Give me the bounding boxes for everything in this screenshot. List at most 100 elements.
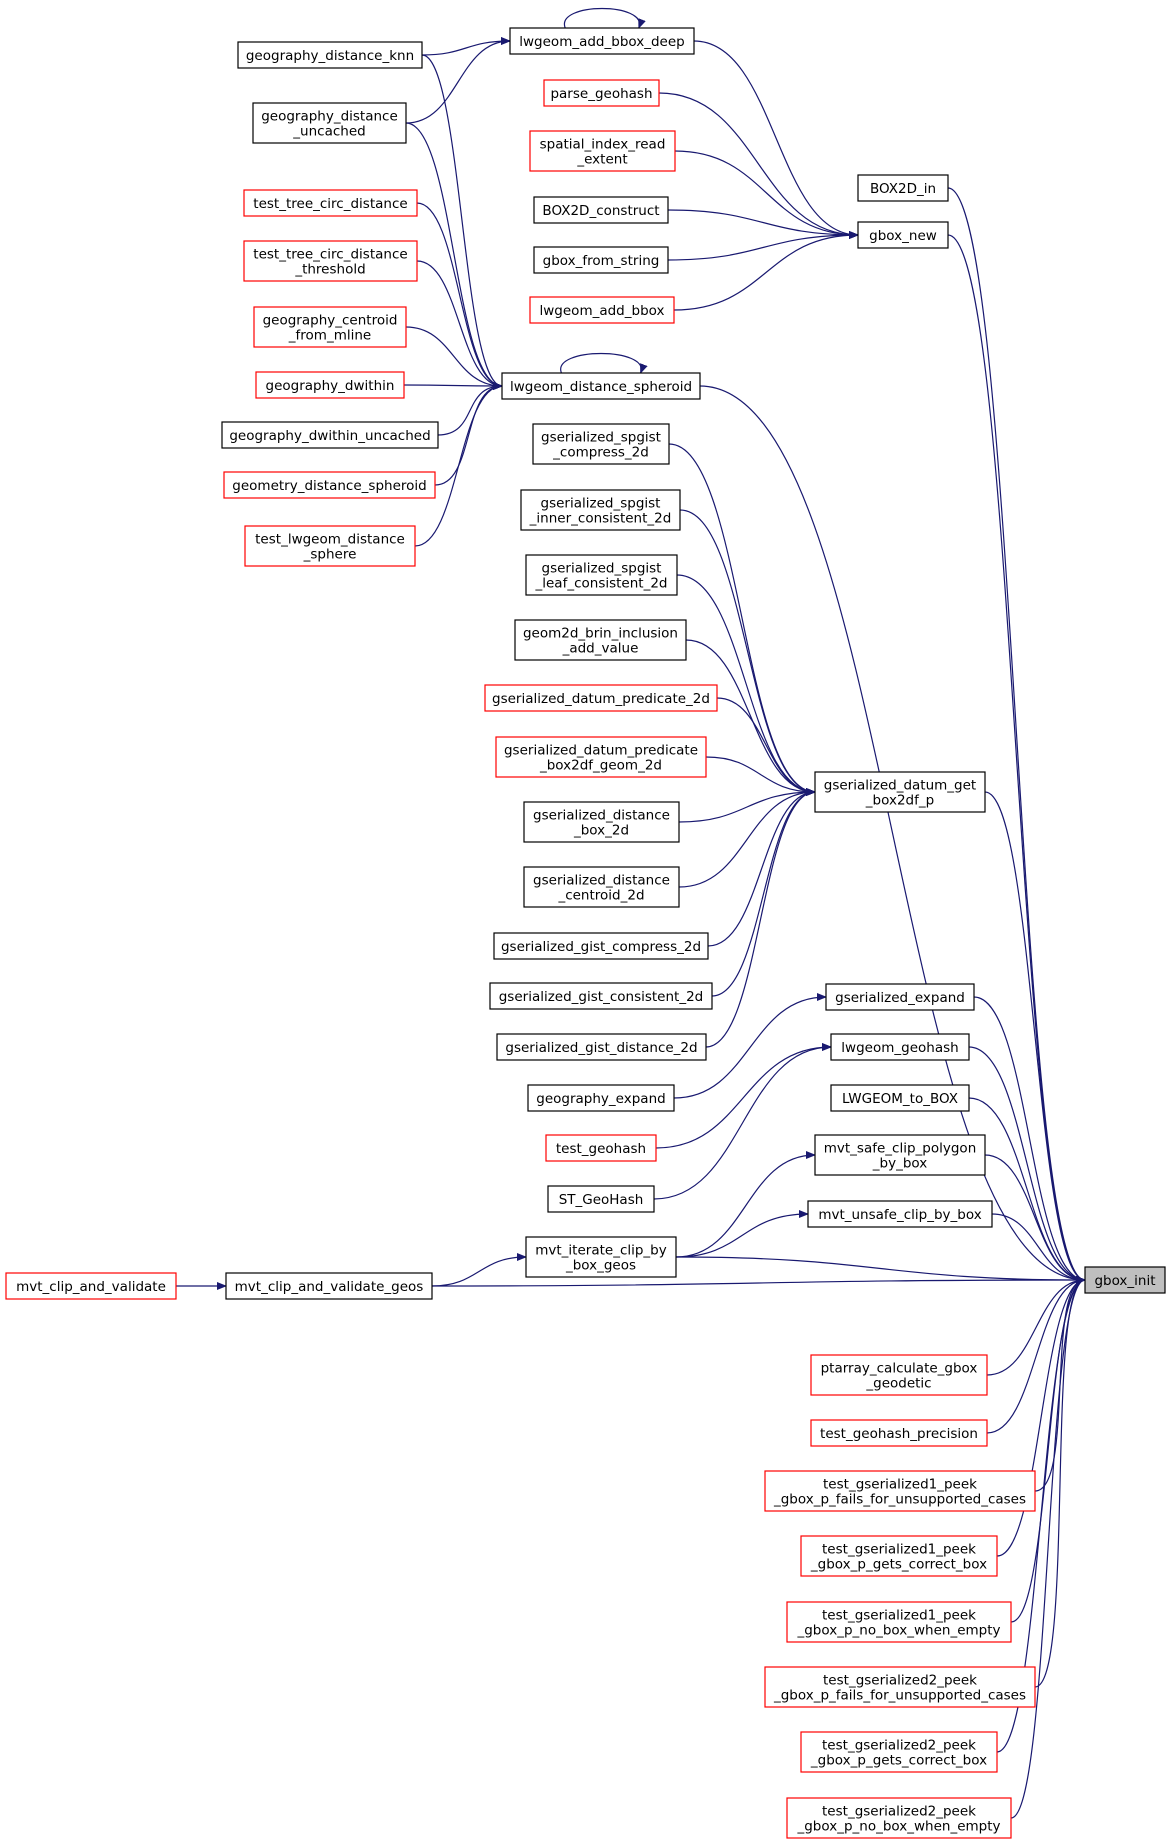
edge-st-geohash-to-lwgeom-geohash bbox=[653, 1043, 832, 1200]
node-box bbox=[523, 866, 680, 908]
node-label-line: gbox_init bbox=[1094, 1273, 1155, 1289]
node-lwgeom-to-box[interactable]: LWGEOM_to_BOX bbox=[830, 1084, 970, 1112]
node-mvt-safe-clip-polygon-by-box[interactable]: mvt_safe_clip_polygon_by_box bbox=[814, 1134, 986, 1176]
node-gserialized-datum-get-box2df-p[interactable]: gserialized_datum_get_box2df_p bbox=[814, 771, 986, 813]
node-label-line: _gbox_p_no_box_when_empty bbox=[796, 1819, 1000, 1835]
node-st-geohash[interactable]: ST_GeoHash bbox=[547, 1185, 655, 1213]
node-box bbox=[244, 525, 416, 567]
node-box bbox=[529, 130, 676, 172]
node-label-line: gserialized_distance bbox=[533, 873, 670, 889]
node-gserialized-distance-centroid-2d[interactable]: gserialized_distance_centroid_2d bbox=[523, 866, 680, 908]
node-label-line: gserialized_gist_distance_2d bbox=[505, 1040, 697, 1056]
node-label-line: mvt_safe_clip_polygon bbox=[824, 1141, 977, 1157]
node-gserialized-distance-box-2d[interactable]: gserialized_distance_box_2d bbox=[523, 801, 680, 843]
node-gbox-from-string[interactable]: gbox_from_string bbox=[533, 246, 669, 274]
edges-layer bbox=[176, 8, 1086, 1819]
node-label-line: _gbox_p_gets_correct_box bbox=[810, 1753, 987, 1769]
node-lwgeom-geohash[interactable]: lwgeom_geohash bbox=[830, 1033, 970, 1061]
node-box bbox=[514, 619, 687, 661]
edge-gserialized-gist-compress-2d-to-gserialized-datum-get-box2df-p bbox=[707, 788, 816, 947]
node-label-line: gbox_from_string bbox=[543, 253, 660, 269]
node-geography-dwithin[interactable]: geography_dwithin bbox=[255, 371, 405, 399]
node-box bbox=[547, 1185, 655, 1213]
edge-gbox-new-to-gbox-init bbox=[947, 234, 1086, 1284]
node-gserialized-gist-consistent-2d[interactable]: gserialized_gist_consistent_2d bbox=[489, 982, 713, 1010]
node-box bbox=[857, 221, 949, 249]
node-test-gserialized1-peek-gbox-p-fails-for-unsupported-cases[interactable]: test_gserialized1_peek_gbox_p_fails_for_… bbox=[764, 1470, 1036, 1512]
edge-mvt-iterate-clip-by-box-geos-to-mvt-unsafe-clip-by-box bbox=[675, 1210, 809, 1258]
node-test-gserialized2-peek-gbox-p-no-box-when-empty[interactable]: test_gserialized2_peek_gbox_p_no_box_whe… bbox=[786, 1797, 1012, 1839]
node-gserialized-spgist-compress-2d[interactable]: gserialized_spgist_compress_2d bbox=[532, 423, 670, 465]
edge-geography-distance-uncached-to-lwgeom-distance-spheroid bbox=[405, 122, 503, 390]
node-box bbox=[525, 554, 678, 596]
node-geography-distance-uncached[interactable]: geography_distance_uncached bbox=[252, 102, 407, 144]
node-test-tree-circ-distance[interactable]: test_tree_circ_distance bbox=[243, 189, 418, 217]
node-geom2d-brin-inclusion-add-value[interactable]: geom2d_brin_inclusion_add_value bbox=[514, 619, 687, 661]
edge-lwgeom-add-bbox-deep-to-gbox-new bbox=[693, 40, 859, 239]
node-label-line: spatial_index_read bbox=[540, 137, 666, 153]
node-label-line: test_gserialized2_peek bbox=[822, 1804, 976, 1820]
node-test-geohash-precision[interactable]: test_geohash_precision bbox=[810, 1419, 988, 1447]
node-test-gserialized2-peek-gbox-p-gets-correct-box[interactable]: test_gserialized2_peek_gbox_p_gets_corre… bbox=[800, 1731, 998, 1773]
node-mvt-clip-and-validate[interactable]: mvt_clip_and_validate bbox=[5, 1272, 177, 1300]
node-box2d-in[interactable]: BOX2D_in bbox=[857, 174, 949, 202]
node-label-line: geography_dwithin bbox=[266, 378, 395, 394]
node-ptarray-calculate-gbox-geodetic[interactable]: ptarray_calculate_gbox_geodetic bbox=[810, 1354, 988, 1396]
edge-test-geohash-to-lwgeom-geohash bbox=[655, 1043, 832, 1149]
edge-test-tree-circ-distance-threshold-to-lwgeom-distance-spheroid bbox=[416, 260, 503, 390]
node-test-lwgeom-distance-sphere[interactable]: test_lwgeom_distance_sphere bbox=[244, 525, 416, 567]
node-label-line: gserialized_distance bbox=[533, 808, 670, 824]
node-box bbox=[807, 1200, 993, 1228]
node-box2d-construct[interactable]: BOX2D_construct bbox=[533, 196, 669, 224]
edge-box2d-construct-to-gbox-new bbox=[667, 209, 859, 239]
node-box bbox=[496, 1033, 707, 1061]
node-lwgeom-add-bbox-deep[interactable]: lwgeom_add_bbox_deep bbox=[509, 27, 695, 55]
node-label-line: _by_box bbox=[872, 1156, 927, 1172]
node-geometry-distance-spheroid[interactable]: geometry_distance_spheroid bbox=[223, 471, 436, 499]
node-test-tree-circ-distance-threshold[interactable]: test_tree_circ_distance_threshold bbox=[243, 240, 418, 282]
edge-gbox-from-string-to-gbox-new bbox=[667, 231, 859, 261]
node-test-geohash[interactable]: test_geohash bbox=[545, 1134, 657, 1162]
node-lwgeom-add-bbox[interactable]: lwgeom_add_bbox bbox=[529, 296, 675, 324]
node-gserialized-gist-distance-2d[interactable]: gserialized_gist_distance_2d bbox=[496, 1033, 707, 1061]
node-gserialized-spgist-leaf-consistent-2d[interactable]: gserialized_spgist_leaf_consistent_2d bbox=[525, 554, 678, 596]
node-box bbox=[525, 1236, 677, 1278]
node-label-line: BOX2D_construct bbox=[542, 203, 659, 219]
node-mvt-iterate-clip-by-box-geos[interactable]: mvt_iterate_clip_by_box_geos bbox=[525, 1236, 677, 1278]
edge-test-tree-circ-distance-to-lwgeom-distance-spheroid bbox=[416, 202, 503, 390]
node-label-line: test_gserialized2_peek bbox=[822, 1738, 976, 1754]
node-gserialized-spgist-inner-consistent-2d[interactable]: gserialized_spgist_inner_consistent_2d bbox=[520, 489, 681, 531]
node-geography-expand[interactable]: geography_expand bbox=[527, 1084, 675, 1112]
node-gbox-new[interactable]: gbox_new bbox=[857, 221, 949, 249]
node-gserialized-gist-compress-2d[interactable]: gserialized_gist_compress_2d bbox=[493, 932, 709, 960]
node-label-line: ptarray_calculate_gbox bbox=[821, 1361, 978, 1377]
node-gbox-init[interactable]: gbox_init bbox=[1084, 1266, 1166, 1294]
node-box bbox=[253, 306, 407, 348]
node-geography-centroid-from-mline[interactable]: geography_centroid_from_mline bbox=[253, 306, 407, 348]
node-box bbox=[1084, 1266, 1166, 1294]
node-test-gserialized1-peek-gbox-p-gets-correct-box[interactable]: test_gserialized1_peek_gbox_p_gets_corre… bbox=[800, 1535, 998, 1577]
node-lwgeom-distance-spheroid[interactable]: lwgeom_distance_spheroid bbox=[501, 372, 701, 400]
node-box bbox=[800, 1731, 998, 1773]
node-box bbox=[529, 296, 675, 324]
node-test-gserialized1-peek-gbox-p-no-box-when-empty[interactable]: test_gserialized1_peek_gbox_p_no_box_whe… bbox=[786, 1601, 1012, 1643]
edge-geography-dwithin-to-lwgeom-distance-spheroid bbox=[403, 381, 503, 390]
node-geography-distance-knn[interactable]: geography_distance_knn bbox=[237, 41, 423, 69]
node-test-gserialized2-peek-gbox-p-fails-for-unsupported-cases[interactable]: test_gserialized2_peek_gbox_p_fails_for_… bbox=[764, 1666, 1036, 1708]
node-gserialized-expand[interactable]: gserialized_expand bbox=[825, 983, 975, 1011]
node-label-line: mvt_unsafe_clip_by_box bbox=[818, 1207, 981, 1223]
edge-gserialized-datum-predicate-box2df-geom-2d-to-gserialized-datum-get-box2df-p bbox=[705, 756, 816, 796]
node-gserialized-datum-predicate-box2df-geom-2d[interactable]: gserialized_datum_predicate_box2df_geom_… bbox=[495, 736, 707, 778]
edge-box2d-in-to-gbox-init bbox=[947, 187, 1086, 1284]
node-box bbox=[814, 771, 986, 813]
node-box bbox=[830, 1033, 970, 1061]
node-mvt-clip-and-validate-geos[interactable]: mvt_clip_and_validate_geos bbox=[225, 1272, 433, 1300]
node-box bbox=[543, 79, 660, 107]
node-geography-dwithin-uncached[interactable]: geography_dwithin_uncached bbox=[221, 421, 439, 449]
node-gserialized-datum-predicate-2d[interactable]: gserialized_datum_predicate_2d bbox=[484, 684, 718, 712]
node-mvt-unsafe-clip-by-box[interactable]: mvt_unsafe_clip_by_box bbox=[807, 1200, 993, 1228]
node-box bbox=[243, 240, 418, 282]
node-parse-geohash[interactable]: parse_geohash bbox=[543, 79, 660, 107]
edge-gserialized-distance-centroid-2d-to-gserialized-datum-get-box2df-p bbox=[678, 788, 816, 888]
node-spatial-index-read-extent[interactable]: spatial_index_read_extent bbox=[529, 130, 676, 172]
